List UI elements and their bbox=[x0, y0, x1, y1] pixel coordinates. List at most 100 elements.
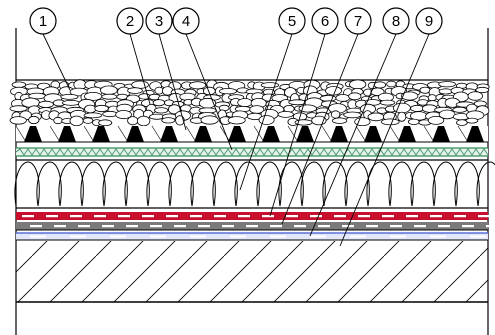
gravel-stone bbox=[53, 116, 63, 125]
leader-line-7 bbox=[281, 33, 359, 225]
membrane-dash bbox=[166, 215, 178, 218]
gravel-layer bbox=[9, 79, 490, 127]
drainage-dimple bbox=[194, 126, 212, 142]
insulation-layer bbox=[14, 159, 495, 209]
insulation-loop bbox=[234, 161, 260, 207]
gravel-stone bbox=[400, 91, 419, 101]
membrane-dash bbox=[310, 215, 322, 218]
vapour-dash bbox=[230, 235, 246, 238]
drainage-dimple bbox=[92, 126, 110, 142]
membrane-dash bbox=[222, 225, 234, 228]
callout-circle bbox=[278, 7, 306, 35]
drainage-dimple bbox=[126, 126, 144, 142]
gravel-stone bbox=[11, 81, 27, 88]
gravel-stone bbox=[136, 115, 151, 127]
callout-circle bbox=[382, 7, 410, 35]
insulation-loop bbox=[190, 161, 216, 207]
drainage-dimple bbox=[296, 126, 314, 142]
insulation-loop bbox=[58, 161, 84, 207]
drainage-dimple bbox=[398, 126, 416, 142]
gravel-stone bbox=[84, 104, 97, 114]
callout-circle bbox=[116, 7, 144, 35]
waterproofing-membrane-layer bbox=[16, 212, 495, 231]
gravel-stone bbox=[115, 110, 132, 120]
membrane-dash bbox=[294, 225, 306, 228]
callout-number: 9 bbox=[425, 13, 433, 30]
membrane-dash bbox=[262, 215, 274, 218]
drainage-edge bbox=[117, 125, 129, 143]
membrane-dash bbox=[150, 225, 162, 228]
gravel-stone bbox=[9, 105, 28, 112]
drainage-dimple bbox=[24, 126, 42, 142]
gravel-stone bbox=[349, 79, 367, 90]
gravel-stone bbox=[475, 86, 490, 94]
callout-6: 6 bbox=[311, 7, 339, 35]
membrane-dash bbox=[334, 215, 346, 218]
insulation-loop bbox=[146, 161, 172, 207]
insulation-loop bbox=[36, 161, 62, 207]
membrane-dash bbox=[318, 225, 330, 228]
gravel-stone bbox=[348, 92, 362, 101]
leader-line-1 bbox=[42, 33, 71, 91]
drainage-edge bbox=[355, 125, 367, 143]
leader-line-8 bbox=[309, 33, 397, 237]
insulation-loop bbox=[344, 161, 370, 207]
gravel-stone bbox=[100, 85, 118, 95]
gravel-stone bbox=[154, 107, 169, 114]
insulation-loop bbox=[454, 161, 480, 207]
drainage-dimple bbox=[160, 126, 178, 142]
drainage-dimple bbox=[466, 126, 484, 142]
gravel-stone bbox=[227, 116, 246, 125]
membrane-dash bbox=[270, 225, 282, 228]
gravel-stone bbox=[407, 118, 420, 125]
membrane-dash bbox=[46, 215, 58, 218]
membrane-dash bbox=[246, 225, 258, 228]
membrane-dash bbox=[438, 225, 450, 228]
gravel-stone bbox=[373, 81, 387, 89]
drainage-edge bbox=[321, 125, 333, 143]
gravel-stone bbox=[127, 87, 143, 94]
membrane-dash bbox=[366, 225, 378, 228]
callout-7: 7 bbox=[344, 7, 372, 35]
drainage-edge bbox=[15, 125, 27, 143]
membrane-dash bbox=[22, 215, 34, 218]
gravel-stone bbox=[277, 111, 294, 118]
gravel-stone bbox=[82, 117, 94, 124]
insulation-loop bbox=[300, 161, 326, 207]
callout-number: 8 bbox=[392, 13, 400, 30]
gravel-stone bbox=[83, 112, 103, 119]
gravel-stone bbox=[452, 106, 468, 113]
gravel-stone bbox=[311, 115, 327, 126]
insulation-loop bbox=[410, 161, 436, 207]
insulation-loop bbox=[102, 161, 128, 207]
gravel-stone bbox=[38, 100, 54, 109]
membrane-dash bbox=[174, 225, 186, 228]
callout-circle bbox=[29, 7, 57, 35]
drainage-dimple bbox=[262, 126, 280, 142]
membrane-dash bbox=[78, 225, 90, 228]
insulation-loop bbox=[322, 161, 348, 207]
callout-circle bbox=[344, 7, 372, 35]
gravel-stone bbox=[161, 117, 176, 124]
callout-number: 2 bbox=[126, 13, 134, 30]
gravel-stone bbox=[152, 99, 166, 107]
membrane-dash bbox=[54, 225, 66, 228]
drainage-edge bbox=[151, 125, 163, 143]
gravel-stone bbox=[219, 87, 237, 95]
callout-9: 9 bbox=[415, 7, 443, 35]
insulation-loop bbox=[366, 161, 392, 207]
gravel-stone bbox=[101, 93, 118, 100]
leader-line-9 bbox=[339, 33, 430, 247]
callout-number: 1 bbox=[39, 13, 47, 30]
drainage-dimple bbox=[58, 126, 76, 142]
insulation-loop bbox=[168, 161, 194, 207]
gravel-stone bbox=[175, 115, 185, 126]
gravel-stone bbox=[367, 112, 385, 122]
membrane-dash bbox=[430, 215, 442, 218]
membrane-dash bbox=[190, 215, 202, 218]
vapour-dash bbox=[110, 235, 126, 238]
membrane-dash bbox=[102, 225, 114, 228]
vapour-dash bbox=[430, 235, 446, 238]
gravel-stone bbox=[397, 111, 407, 122]
drainage-edge bbox=[389, 125, 401, 143]
